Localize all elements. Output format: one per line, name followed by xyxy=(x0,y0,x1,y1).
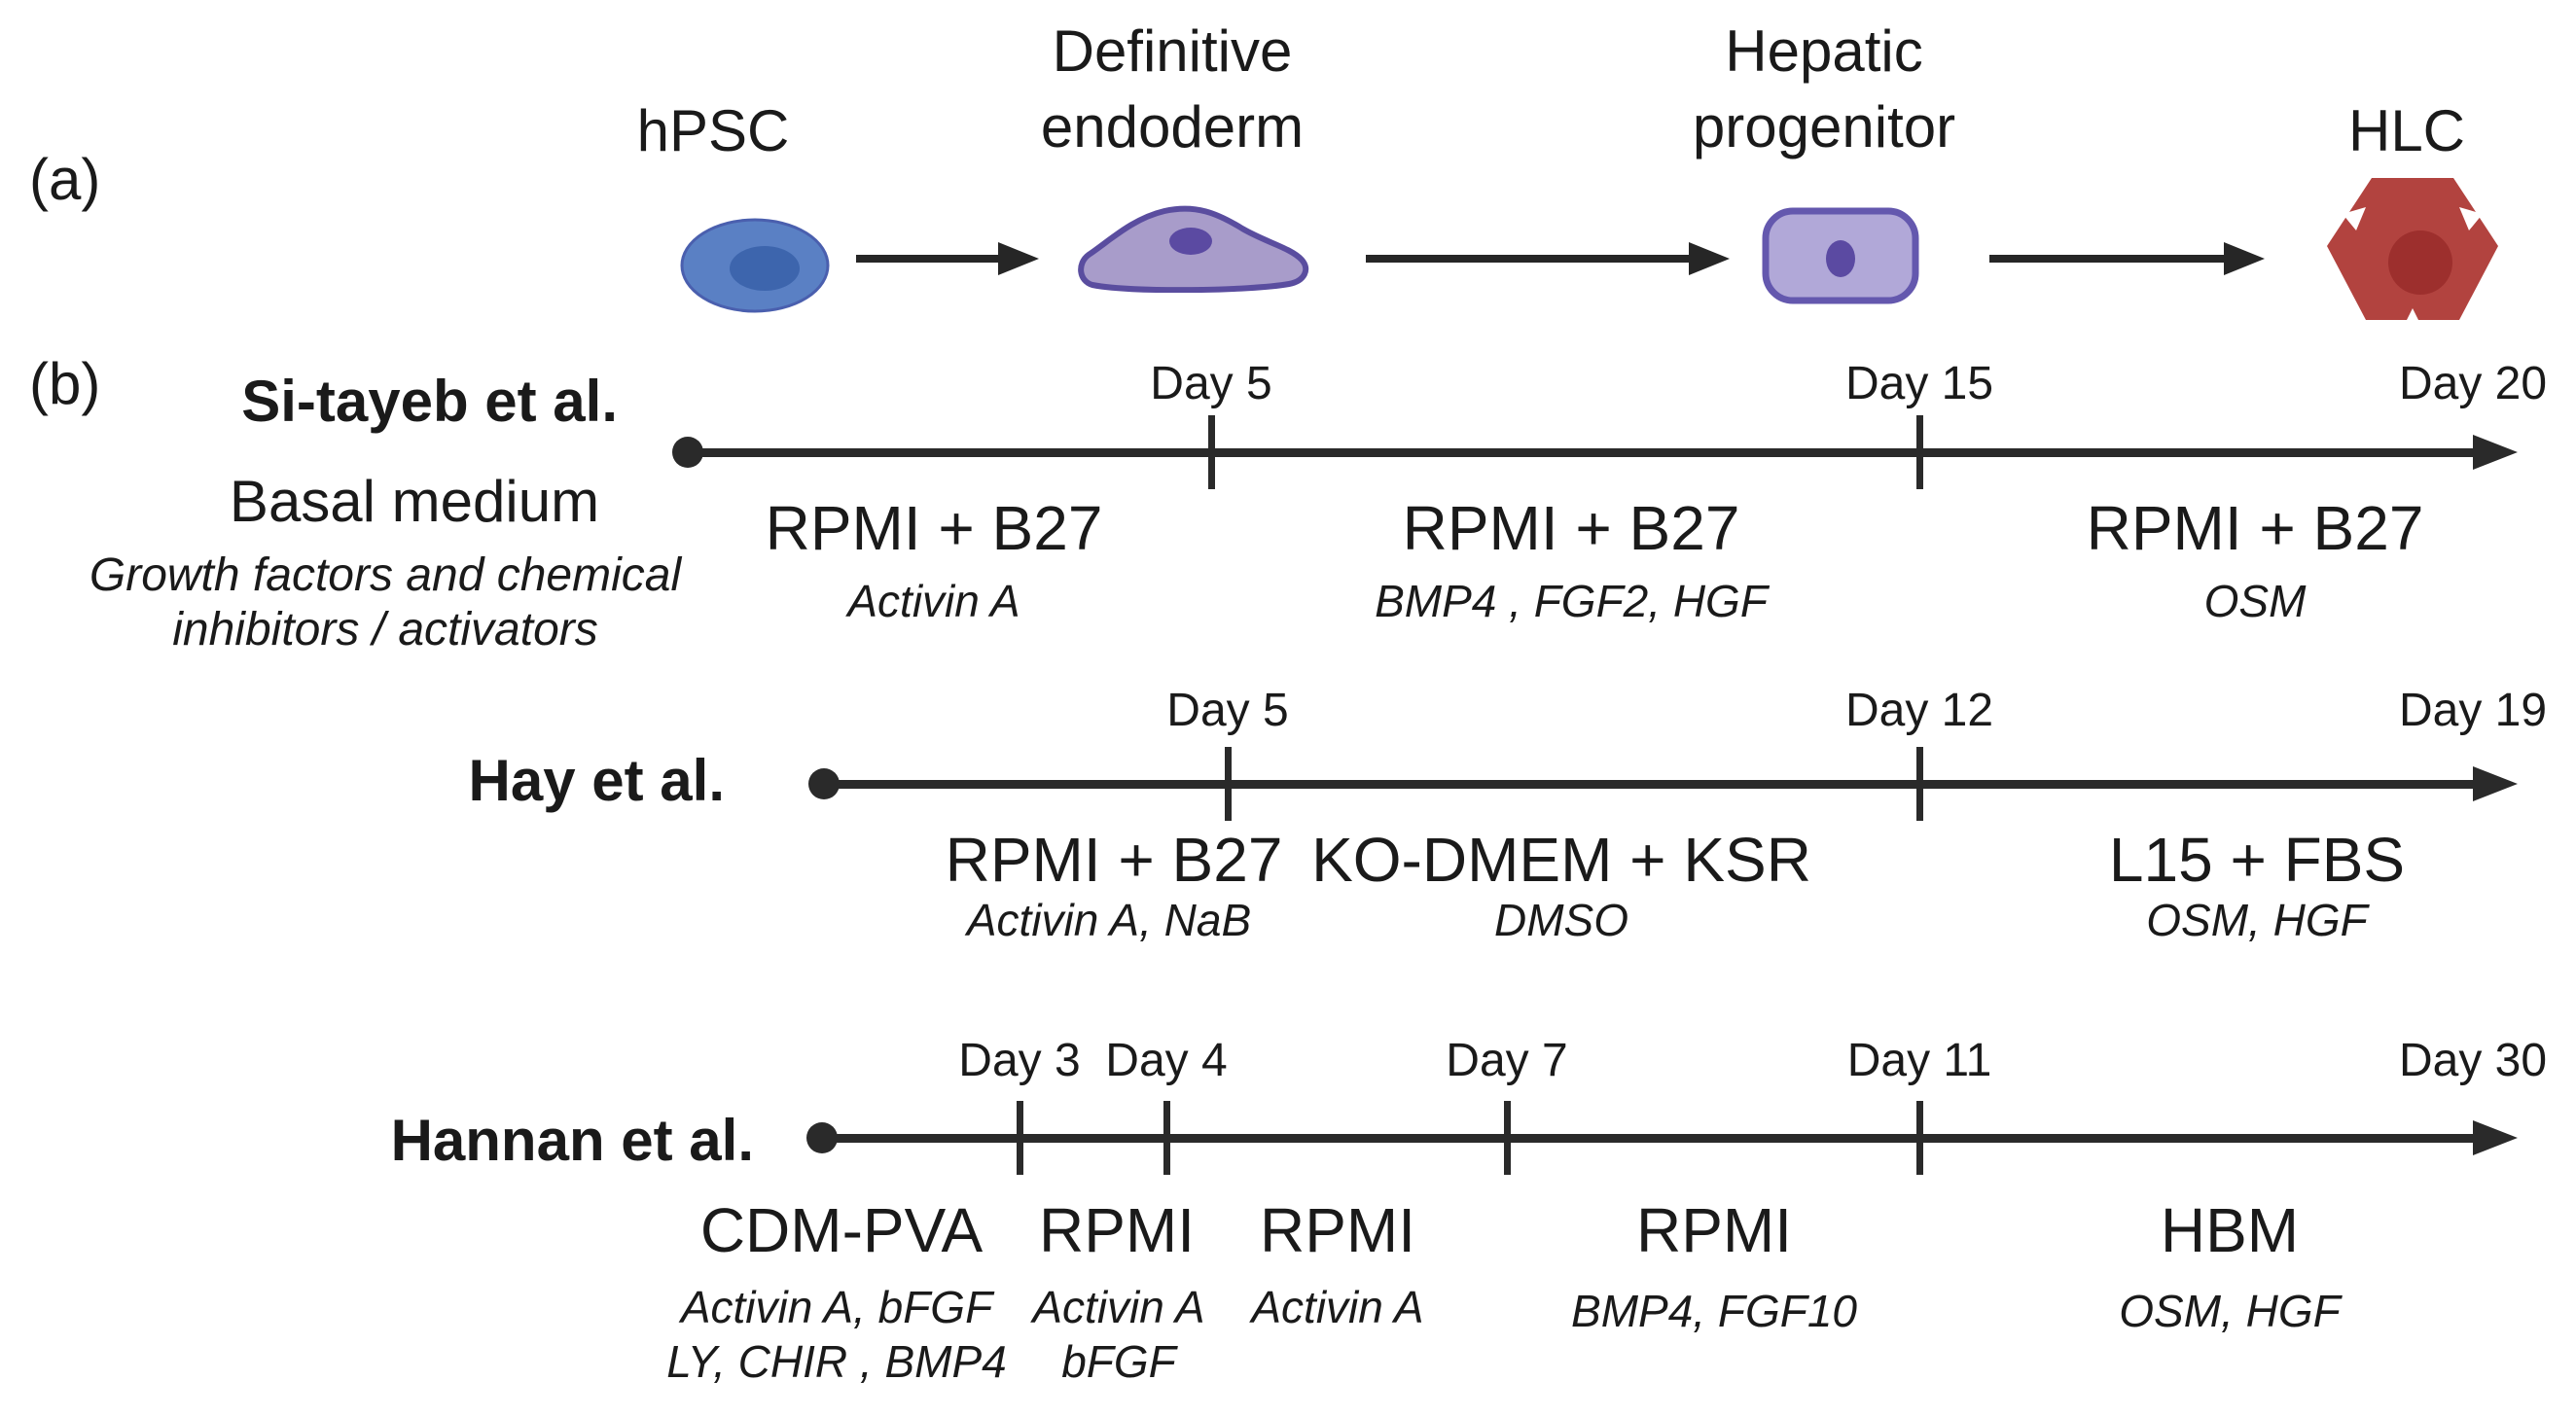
definitive-endoderm-cell-icon xyxy=(1078,205,1309,293)
segment-medium-label: L15 + FBS xyxy=(2108,825,2406,895)
basal-medium-label: Basal medium xyxy=(229,469,600,534)
timeline-author: Hannan et al. xyxy=(390,1108,754,1173)
tick-day-label: Day 3 xyxy=(958,1035,1081,1086)
segment-factors-label: OSM, HGF xyxy=(2146,895,2368,945)
factors-line2: bFGF xyxy=(1061,1336,1176,1387)
segment-medium-label: RPMI xyxy=(1260,1195,1415,1265)
tick-day-label: Day 7 xyxy=(1446,1035,1568,1086)
tick-day-label: Day 5 xyxy=(1150,358,1272,409)
timeline-tick xyxy=(1017,1101,1023,1175)
stage-label-line1: Hepatic xyxy=(1725,18,1923,84)
segment-factors-label: DMSO xyxy=(1494,895,1628,945)
factors-line1: Activin A, bFGF xyxy=(680,1282,993,1332)
timeline-author: Si-tayeb et al. xyxy=(241,369,618,434)
segment-factors-label: Activin A, bFGF LY, CHIR , BMP4 xyxy=(666,1280,1006,1389)
stage-label-line2: endoderm xyxy=(1040,94,1305,159)
timeline-author: Hay et al. xyxy=(468,748,725,813)
end-day-label: Day 19 xyxy=(2398,685,2548,736)
segment-medium-label: CDM-PVA xyxy=(699,1195,984,1265)
factors-line1: Activin A xyxy=(1032,1282,1205,1332)
segment-medium-label: RPMI xyxy=(1636,1195,1792,1265)
arrow-icon xyxy=(1989,255,2226,263)
segment-factors-label: Activin A bFGF xyxy=(1032,1280,1204,1389)
arrow-head-icon xyxy=(1689,242,1730,275)
stage-label-hlc: HLC xyxy=(2347,98,2466,163)
segment-factors-label: Activin A xyxy=(847,576,1020,626)
tick-day-label: Day 11 xyxy=(1846,1035,1992,1086)
timeline-line xyxy=(824,780,2476,789)
arrow-head-icon xyxy=(998,242,1039,275)
segment-factors-label: OSM, HGF xyxy=(2119,1286,2341,1336)
timeline-tick xyxy=(1916,1101,1923,1175)
timeline-tick xyxy=(1163,1101,1170,1175)
timeline-line xyxy=(688,448,2476,457)
timeline-arrow-icon xyxy=(2473,435,2518,470)
timeline-tick xyxy=(1916,747,1923,821)
hepatic-progenitor-cell-icon xyxy=(1762,207,1919,304)
timeline-arrow-icon xyxy=(2473,1120,2518,1155)
timeline-arrow-icon xyxy=(2473,766,2518,801)
segment-factors-label: BMP4, FGF10 xyxy=(1571,1286,1857,1336)
arrow-icon xyxy=(856,255,1000,263)
panel-a-label: (a) xyxy=(29,147,101,212)
segment-factors-label: BMP4 , FGF2, HGF xyxy=(1375,576,1768,626)
segment-factors-label: OSM xyxy=(2203,576,2307,626)
stage-label-definitive-endoderm: Definitive endoderm xyxy=(1041,14,1304,165)
segment-factors-label: Activin A xyxy=(1251,1282,1424,1332)
arrow-head-icon xyxy=(2224,242,2265,275)
timeline-tick xyxy=(1225,747,1232,821)
growth-factors-legend: Growth factors and chemical inhibitors /… xyxy=(89,549,681,657)
timeline-line xyxy=(822,1134,2476,1143)
timeline-tick xyxy=(1504,1101,1511,1175)
hlc-cell-icon xyxy=(2327,178,2498,328)
stage-label-line1: Definitive xyxy=(1052,18,1293,84)
timeline-tick xyxy=(1916,415,1923,489)
segment-medium-label: RPMI + B27 xyxy=(945,825,1283,895)
factors-line2: LY, CHIR , BMP4 xyxy=(666,1336,1007,1387)
growth-factors-legend-line2: inhibitors / activators xyxy=(172,604,598,655)
segment-medium-label: HBM xyxy=(2160,1195,2300,1265)
segment-medium-label: RPMI + B27 xyxy=(765,493,1103,563)
segment-medium-label: RPMI xyxy=(1039,1195,1195,1265)
segment-medium-label: RPMI + B27 xyxy=(2086,493,2424,563)
tick-day-label: Day 4 xyxy=(1105,1035,1228,1086)
stage-label-line2: progenitor xyxy=(1692,94,1956,159)
tick-day-label: Day 12 xyxy=(1844,685,1994,736)
segment-medium-label: RPMI + B27 xyxy=(1402,493,1740,563)
end-day-label: Day 20 xyxy=(2398,358,2548,409)
stage-label-hepatic-progenitor: Hepatic progenitor xyxy=(1693,14,1955,165)
segment-factors-label: Activin A, NaB xyxy=(966,895,1252,945)
panel-b-label: (b) xyxy=(29,351,101,416)
stage-label-hpsc: hPSC xyxy=(636,98,790,163)
end-day-label: Day 30 xyxy=(2398,1035,2548,1086)
growth-factors-legend-line1: Growth factors and chemical xyxy=(89,549,682,601)
hpsc-cell-icon xyxy=(680,218,830,313)
arrow-icon xyxy=(1366,255,1691,263)
segment-medium-label: KO-DMEM + KSR xyxy=(1311,825,1811,895)
timeline-tick xyxy=(1208,415,1215,489)
tick-day-label: Day 5 xyxy=(1166,685,1289,736)
tick-day-label: Day 15 xyxy=(1844,358,1994,409)
